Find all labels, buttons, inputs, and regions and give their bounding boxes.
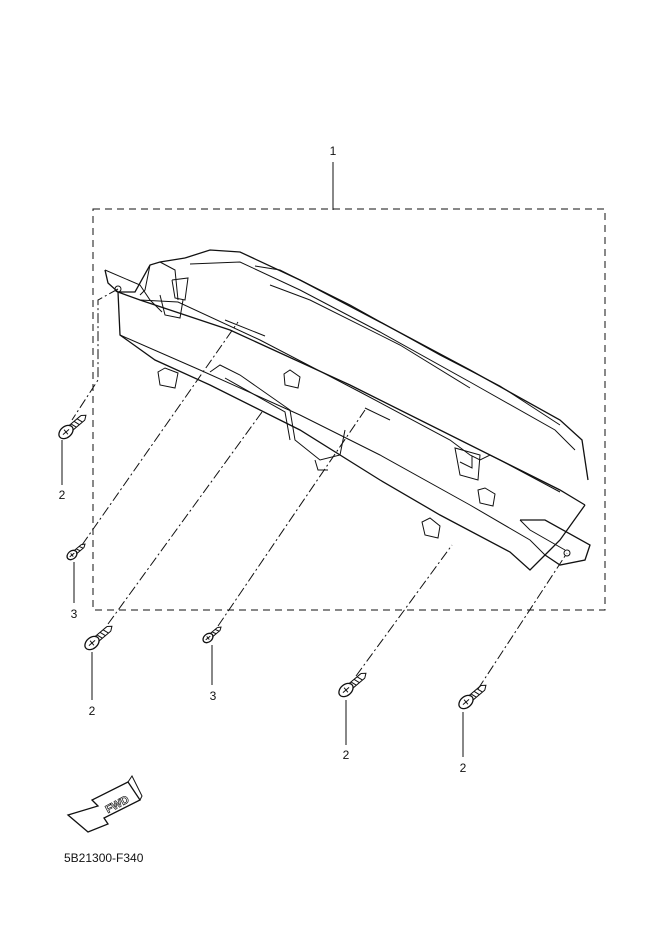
callout-2-right: 2	[459, 761, 467, 775]
screw-2-upper-left-icon	[58, 414, 87, 440]
screw-2-right-icon	[458, 684, 487, 710]
callout-3-center: 3	[209, 689, 217, 703]
callout-2-center-right: 2	[342, 748, 350, 762]
screw-3-left-icon	[66, 543, 86, 561]
screw-3-center-icon	[202, 626, 222, 644]
callout-2-lower-left: 2	[88, 704, 96, 718]
screw-2-lower-left-icon	[84, 625, 113, 651]
callout-leaders	[61, 440, 464, 757]
assembly-boundary	[92, 208, 606, 611]
callout-1-assembly: 1	[329, 144, 337, 158]
callout-2-upper-left: 2	[58, 488, 66, 502]
alignment-lines	[71, 288, 568, 690]
diagram-code: 5B21300-F340	[64, 851, 144, 865]
forward-arrow-icon: FWD	[66, 775, 143, 833]
screw-2-center-right-icon	[338, 672, 367, 698]
callout-3-left: 3	[70, 607, 78, 621]
meter-cover	[104, 249, 591, 571]
fwd-label: FWD	[104, 794, 132, 816]
